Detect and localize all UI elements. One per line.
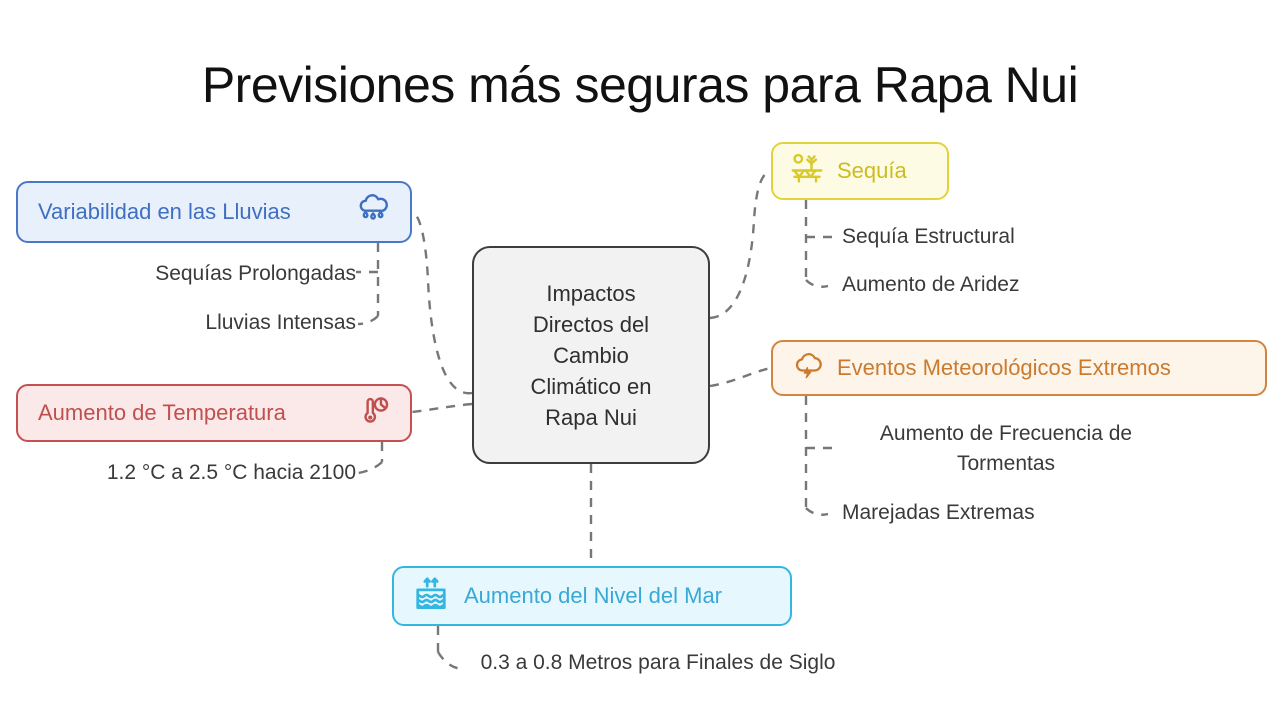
- branch-node-sea-level[interactable]: Aumento del Nivel del Mar: [392, 566, 792, 626]
- leaf-rain-1: Lluvias Intensas: [205, 311, 356, 334]
- cloud-rain-icon: [356, 193, 390, 232]
- connector-center-to-temperature: [411, 402, 473, 414]
- leaf-temperature-0: 1.2 °C a 2.5 °C hacia 2100: [106, 461, 356, 484]
- connector-center-to-rain: [411, 210, 473, 395]
- leaf-drought-1: Aumento de Aridez: [842, 273, 1020, 296]
- leaf-drought-0: Sequía Estructural: [842, 225, 1015, 248]
- leaf-extreme-events-1: Marejadas Extremas: [842, 501, 1035, 524]
- branch-node-drought[interactable]: Sequía: [771, 142, 949, 200]
- central-node-label: Impactos Directos del Cambio Climático e…: [530, 280, 652, 430]
- branch-node-extreme-events[interactable]: Eventos Meteorológicos Extremos: [771, 340, 1267, 396]
- connector-extreme-child-1: [805, 507, 829, 516]
- drought-icon: [789, 151, 825, 192]
- connector-center-to-drought: [709, 169, 772, 320]
- branch-label-drought: Sequía: [837, 158, 907, 183]
- thermometer-sun-icon: [356, 394, 390, 433]
- branch-label-temperature: Aumento de Temperatura: [38, 400, 286, 425]
- connector-temperature-child-0: [357, 461, 383, 475]
- page-title: Previsiones más seguras para Rapa Nui: [201, 57, 1079, 113]
- cloud-lightning-icon: [791, 350, 823, 387]
- branch-node-rain[interactable]: Variabilidad en las Lluvias: [16, 181, 412, 243]
- leaf-extreme-events-0: Aumento de Frecuencia de Tormentas: [879, 422, 1133, 475]
- central-node[interactable]: Impactos Directos del Cambio Climático e…: [472, 246, 710, 464]
- branch-node-temperature[interactable]: Aumento de Temperatura: [16, 384, 412, 442]
- branch-label-sea-level: Aumento del Nivel del Mar: [464, 583, 723, 608]
- connector-rain-child-1: [357, 315, 379, 326]
- branch-label-rain: Variabilidad en las Lluvias: [38, 199, 291, 224]
- connector-center-to-extreme: [709, 366, 772, 388]
- branch-label-extreme-events: Eventos Meteorológicos Extremos: [837, 355, 1171, 380]
- sea-level-rise-icon: [412, 575, 450, 618]
- leaf-rain-0: Sequías Prolongadas: [155, 262, 356, 285]
- leaf-sea-level-0: 0.3 a 0.8 Metros para Finales de Siglo: [480, 651, 836, 674]
- connector-drought-child-1: [805, 279, 829, 288]
